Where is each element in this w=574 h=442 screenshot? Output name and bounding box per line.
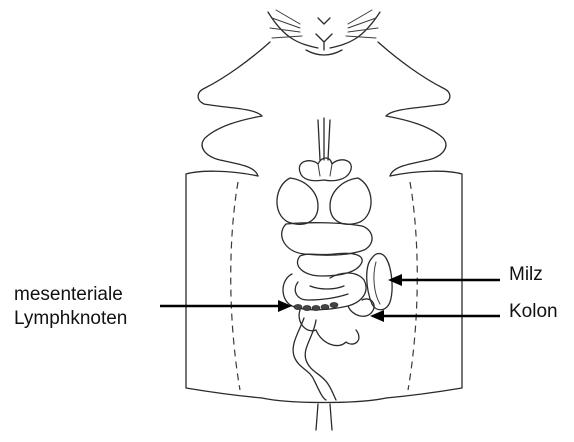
lungs (277, 178, 371, 224)
arrow-mesenteric-nodes (160, 300, 292, 312)
label-colon: Kolon (509, 300, 558, 324)
trachea (318, 118, 330, 160)
arrow-colon (370, 310, 500, 322)
label-spleen: Milz (509, 263, 543, 287)
liver (282, 223, 372, 256)
mouse-head (268, 12, 380, 55)
heart (299, 158, 351, 181)
stomach (297, 253, 362, 276)
dashed-cut-lines (231, 182, 418, 390)
label-mesenteric-lymph-nodes: mesenteriale Lymphknoten (14, 283, 127, 331)
arrow-spleen (388, 274, 500, 286)
intestines (283, 273, 374, 400)
label-mesenteric-line2: Lymphknoten (14, 307, 127, 331)
label-mesenteric-line1: mesenteriale (14, 283, 127, 307)
body-outline (186, 42, 462, 430)
spleen (367, 254, 392, 310)
